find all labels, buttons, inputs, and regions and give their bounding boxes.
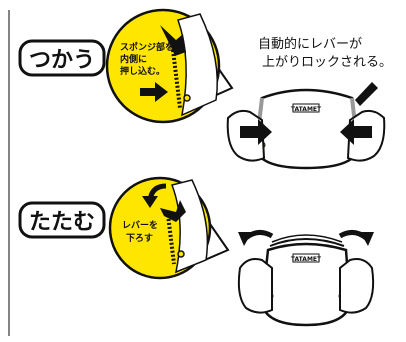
- callout-text-top: スポンジ部を 内側に 押し込む。: [120, 41, 177, 77]
- step-label-use-text: つかう: [29, 48, 95, 73]
- step-label-use: つかう: [18, 39, 106, 77]
- step-label-fold: たたむ: [18, 201, 106, 239]
- callout-push-sponge: スポンジ部を 内側に 押し込む。: [105, 8, 234, 124]
- inward-arrow-right-icon: [340, 119, 372, 145]
- step-label-fold-text: たたむ: [29, 210, 95, 235]
- closeup-sponge-top: [171, 49, 182, 109]
- outward-arrow-right-icon: [360, 232, 374, 246]
- closeup-lever-top: [160, 25, 186, 56]
- device-open-lever: [355, 82, 378, 106]
- auto-lock-note: 自動的にレバーが 上がりロックされる。: [258, 36, 392, 70]
- inward-arrow-left-icon: [240, 119, 272, 145]
- device-folded-body: [260, 242, 352, 327]
- push-arrow-icon: [140, 82, 168, 102]
- left-hand-bottom: [237, 258, 273, 314]
- step-label-fold-box: [18, 201, 106, 239]
- device-folded-top-layer-1: [269, 238, 345, 247]
- device-open: TATAMET: [226, 82, 386, 170]
- callout-lower-lever: レバーを 下ろす: [108, 176, 230, 280]
- right-hand-bottom: [339, 258, 375, 314]
- closeup-rivet-bottom: [177, 250, 185, 258]
- device-open-logo: TATAMET: [291, 106, 322, 113]
- device-folded-top-layer-2: [271, 234, 343, 243]
- step-label-use-box: [18, 39, 106, 77]
- closeup-rivet-top: [183, 94, 191, 102]
- callout-text-bottom: レバーを 下ろす: [122, 220, 161, 244]
- lower-arrow-icon: [142, 196, 158, 208]
- closeup-sponge-bottom: [166, 214, 176, 265]
- device-open-logo-plate: [292, 103, 320, 113]
- device-folded: TATAMET: [237, 230, 375, 327]
- device-folded-logo: TATAMET: [291, 256, 322, 263]
- outward-arrow-left-icon: [238, 232, 252, 246]
- device-open-body: [254, 88, 360, 170]
- device-folded-logo-plate: [292, 253, 320, 263]
